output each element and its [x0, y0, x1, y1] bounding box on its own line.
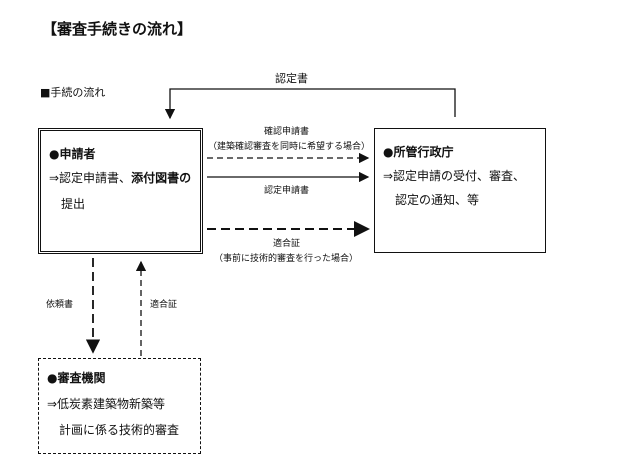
review-heading: ●審査機関 — [47, 371, 106, 385]
authority-heading: ●所管行政庁 — [383, 145, 454, 159]
applicant-line-1: ⇒認定申請書、添付図書の — [49, 169, 191, 186]
certification-application-label: 認定申請書 — [264, 186, 310, 196]
request-label: 依頼書 — [46, 300, 74, 310]
applicant-line-2: 提出 — [61, 197, 86, 211]
review-line-1: ⇒低炭素建築物新築等 — [47, 397, 166, 411]
applicant-line-1-text: ⇒認定申請書、 — [49, 171, 132, 185]
review-body-box: ●審査機関 ⇒低炭素建築物新築等 計画に係る技術的審査 — [38, 358, 201, 454]
conformity-label: 適合証 — [273, 239, 301, 249]
applicant-heading: ●申請者 — [49, 147, 96, 161]
applicant-box: ●申請者 ⇒認定申請書、添付図書の 提出 — [38, 128, 203, 254]
certificate-arrow — [164, 88, 456, 120]
applicant-line-1-bold: 添付図書の — [131, 171, 192, 185]
confirm-application-note: （建築確認審査を同時に希望する場合） — [208, 142, 371, 152]
certificate-label: 認定書 — [275, 72, 308, 85]
authority-line-2: 認定の通知、等 — [395, 193, 480, 207]
authority-box: ●所管行政庁 ⇒認定申請の受付、審査、 認定の通知、等 — [374, 128, 546, 253]
section-subtitle: ■手続の流れ — [40, 86, 106, 99]
review-line-2: 計画に係る技術的審査 — [59, 423, 180, 437]
authority-line-1: ⇒認定申請の受付、審査、 — [383, 169, 526, 183]
conformity-note: （事前に技術的審査を行った場合） — [214, 254, 359, 264]
confirm-application-label: 確認申請書 — [264, 127, 310, 137]
conformity-return-label: 適合証 — [150, 300, 178, 310]
page-title: 【審査手続きの流れ】 — [42, 20, 193, 38]
